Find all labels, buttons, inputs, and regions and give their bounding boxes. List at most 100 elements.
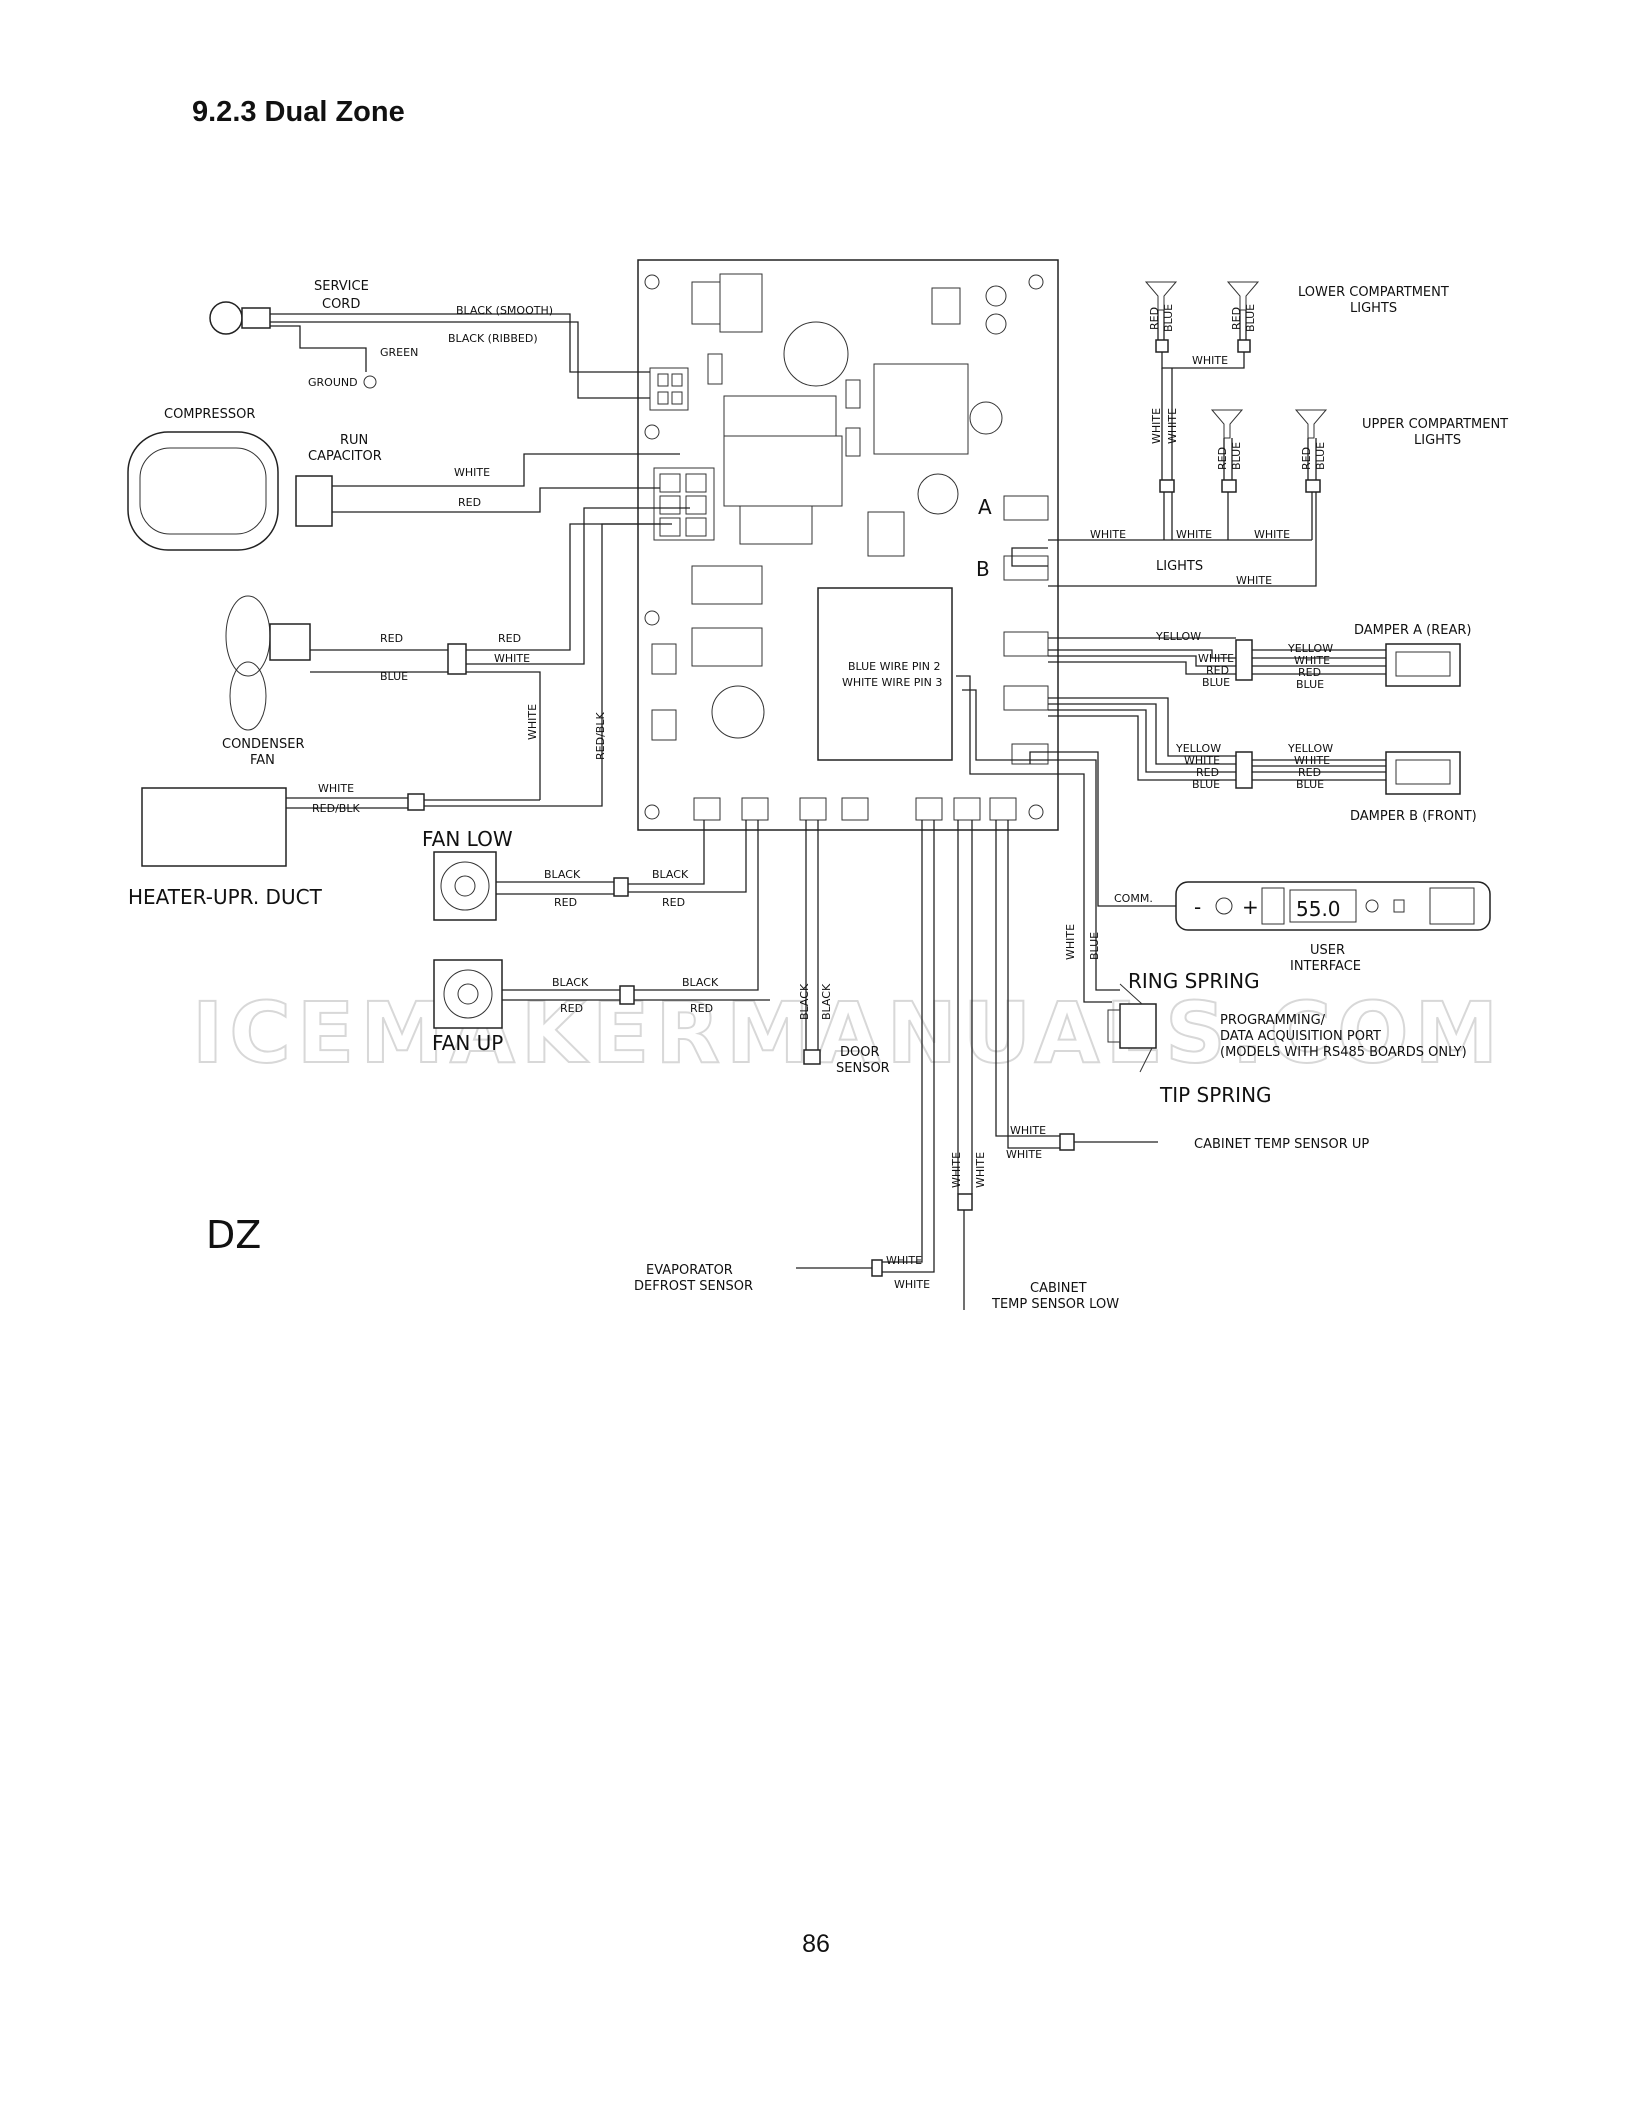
fan-low-label: FAN LOW (422, 827, 513, 851)
wire-red-light-3: RED (1216, 447, 1229, 470)
wire-white-port: WHITE (1064, 924, 1077, 960)
wire-green: GREEN (380, 346, 418, 359)
control-board: BLUE WIRE PIN 2 WHITE WIRE PIN 3 A B (637, 259, 1059, 831)
programming-port: WHITE BLUE RING SPRING TIP SPRING PROGRA… (956, 675, 1467, 1107)
lower-lights-label-2: LIGHTS (1350, 301, 1397, 316)
wire-yellow-damper-a-2: YELLOW (1287, 642, 1333, 655)
dampers: YELLOW WHITE RED BLUE YELLOW WHITE RED B… (1048, 623, 1477, 824)
wire-white-lights-d: WHITE (1236, 574, 1272, 587)
service-cord: SERVICE CORD BLACK (SMOOTH) BLACK (RIBBE… (209, 279, 650, 399)
compressor-label: COMPRESSOR (164, 407, 255, 422)
service-cord-label-1: SERVICE (314, 279, 369, 294)
wire-red-fan-up-2: RED (690, 1002, 713, 1015)
upper-lights-label-1: UPPER COMPARTMENT (1362, 417, 1508, 432)
model-tag: DZ (206, 1213, 261, 1257)
cabinet-temp-sensor-up: WHITE WHITE CABINET TEMP SENSOR UP (995, 820, 1369, 1161)
ui-display-value: 55.0 (1296, 897, 1341, 921)
damper-a-label: DAMPER A (REAR) (1354, 623, 1471, 638)
user-interface-label-1: USER (1310, 943, 1345, 958)
wire-yellow-damper-b-1: YELLOW (1175, 742, 1221, 755)
wire-red-blk-vertical: RED/BLK (594, 712, 607, 760)
port-label-3: (MODELS WITH RS485 BOARDS ONLY) (1220, 1045, 1467, 1060)
wire-white-lights-a: WHITE (1090, 528, 1126, 541)
wire-white-cab-low-1: WHITE (950, 1152, 963, 1188)
wire-red-light-1: RED (1148, 307, 1161, 330)
connector-a-label: A (978, 495, 992, 519)
condenser-fan-label-1: CONDENSER (222, 737, 304, 752)
wire-red-blk-heater: RED/BLK (312, 802, 360, 815)
cabinet-up-label: CABINET TEMP SENSOR UP (1194, 1137, 1369, 1152)
wire-blue-damper-b-2: BLUE (1296, 778, 1324, 791)
wire-yellow-damper-b-2: YELLOW (1287, 742, 1333, 755)
wire-red-fan-low-2: RED (662, 896, 685, 909)
wire-blue-port: BLUE (1088, 932, 1101, 960)
condenser-fan: RED BLUE RED WHITE WHITE CONDENSER FAN (222, 507, 690, 800)
user-interface-label-2: INTERFACE (1290, 959, 1361, 974)
wire-white-cab-low-2: WHITE (974, 1152, 987, 1188)
wire-white-damper-b-1: WHITE (1184, 754, 1220, 767)
wire-white-damper-a-2: WHITE (1294, 654, 1330, 667)
wire-blue-light-1: BLUE (1162, 304, 1175, 332)
wire-red-condenser-right: RED (498, 632, 521, 645)
run-capacitor-label-1: RUN (340, 433, 368, 448)
wire-red-compressor: RED (458, 496, 481, 509)
upper-lights-label-2: LIGHTS (1414, 433, 1461, 448)
wire-white-cab-up-2: WHITE (1006, 1148, 1042, 1161)
pin-note-line-2: WHITE WIRE PIN 3 (842, 676, 942, 689)
fan-low: FAN LOW BLACK RED BLACK RED (422, 820, 747, 921)
port-label-1: PROGRAMMING/ (1220, 1013, 1326, 1028)
wire-white-evap-1: WHITE (886, 1254, 922, 1267)
wire-white-lower-link: WHITE (1192, 354, 1228, 367)
wire-red-light-4: RED (1300, 447, 1313, 470)
condenser-fan-label-2: FAN (250, 753, 275, 768)
evaporator-defrost-sensor: WHITE WHITE EVAPORATOR DEFROST SENSOR (634, 820, 935, 1294)
damper-b-label: DAMPER B (FRONT) (1350, 809, 1477, 824)
ui-plus: + (1242, 895, 1259, 919)
compartment-lights: RED BLUE RED BLUE WHITE WHITE WHITE RED … (1011, 281, 1508, 587)
wire-white-lower-v2: WHITE (1166, 408, 1179, 444)
cabinet-low-label-2: TEMP SENSOR LOW (991, 1297, 1119, 1312)
wire-blue-damper-a-1: BLUE (1202, 676, 1230, 689)
wire-white-damper-a-1: WHITE (1198, 652, 1234, 665)
door-sensor: BLACK BLACK DOOR SENSOR (798, 820, 890, 1076)
wire-red-fan-low-1: RED (554, 896, 577, 909)
door-sensor-label-2: SENSOR (836, 1061, 890, 1076)
pin-note-line-1: BLUE WIRE PIN 2 (848, 660, 940, 673)
wire-yellow-damper-a-1: YELLOW (1155, 630, 1201, 643)
wire-white-heater: WHITE (318, 782, 354, 795)
wire-black-fan-up-1: BLACK (552, 976, 589, 989)
wire-red-damper-a-1: RED (1206, 664, 1229, 677)
run-capacitor-label-2: CAPACITOR (308, 449, 382, 464)
wire-white-cab-up-1: WHITE (1010, 1124, 1046, 1137)
wire-blue-light-2: BLUE (1244, 304, 1257, 332)
tip-spring-label: TIP SPRING (1159, 1083, 1272, 1107)
wire-white-damper-b-2: WHITE (1294, 754, 1330, 767)
fan-up: FAN UP BLACK RED BLACK RED (432, 820, 770, 1055)
comm-label: COMM. (1114, 892, 1153, 905)
cabinet-low-label-1: CABINET (1030, 1281, 1087, 1296)
wire-red-damper-b-2: RED (1298, 766, 1321, 779)
wire-white-vertical: WHITE (526, 704, 539, 740)
wire-red-damper-a-2: RED (1298, 666, 1321, 679)
door-sensor-label-1: DOOR (840, 1045, 880, 1060)
wire-blue-condenser: BLUE (380, 670, 408, 683)
wire-black-fan-up-2: BLACK (682, 976, 719, 989)
evaporator-label-1: EVAPORATOR (646, 1263, 733, 1278)
wire-white-condenser: WHITE (494, 652, 530, 665)
heater-label: HEATER-UPR. DUCT (128, 885, 323, 909)
lower-lights-label-1: LOWER COMPARTMENT (1298, 285, 1449, 300)
wire-white-lower-v1: WHITE (1150, 408, 1163, 444)
ring-spring-label: RING SPRING (1128, 969, 1260, 993)
wire-red-light-2: RED (1230, 307, 1243, 330)
wire-white-lights-b: WHITE (1176, 528, 1212, 541)
wire-black-door-1: BLACK (798, 983, 811, 1020)
port-label-2: DATA ACQUISITION PORT (1220, 1029, 1381, 1044)
wire-red-damper-b-1: RED (1196, 766, 1219, 779)
wire-black-fan-low-1: BLACK (544, 868, 581, 881)
compressor: COMPRESSOR RUN CAPACITOR WHITE RED (127, 407, 680, 551)
wire-blue-damper-b-1: BLUE (1192, 778, 1220, 791)
wire-blue-light-4: BLUE (1314, 442, 1327, 470)
user-interface: - + 55.0 COMM. USER INTERFACE (1029, 751, 1491, 974)
watermark: ICEMAKERMANUALS.COM (192, 984, 1504, 1082)
